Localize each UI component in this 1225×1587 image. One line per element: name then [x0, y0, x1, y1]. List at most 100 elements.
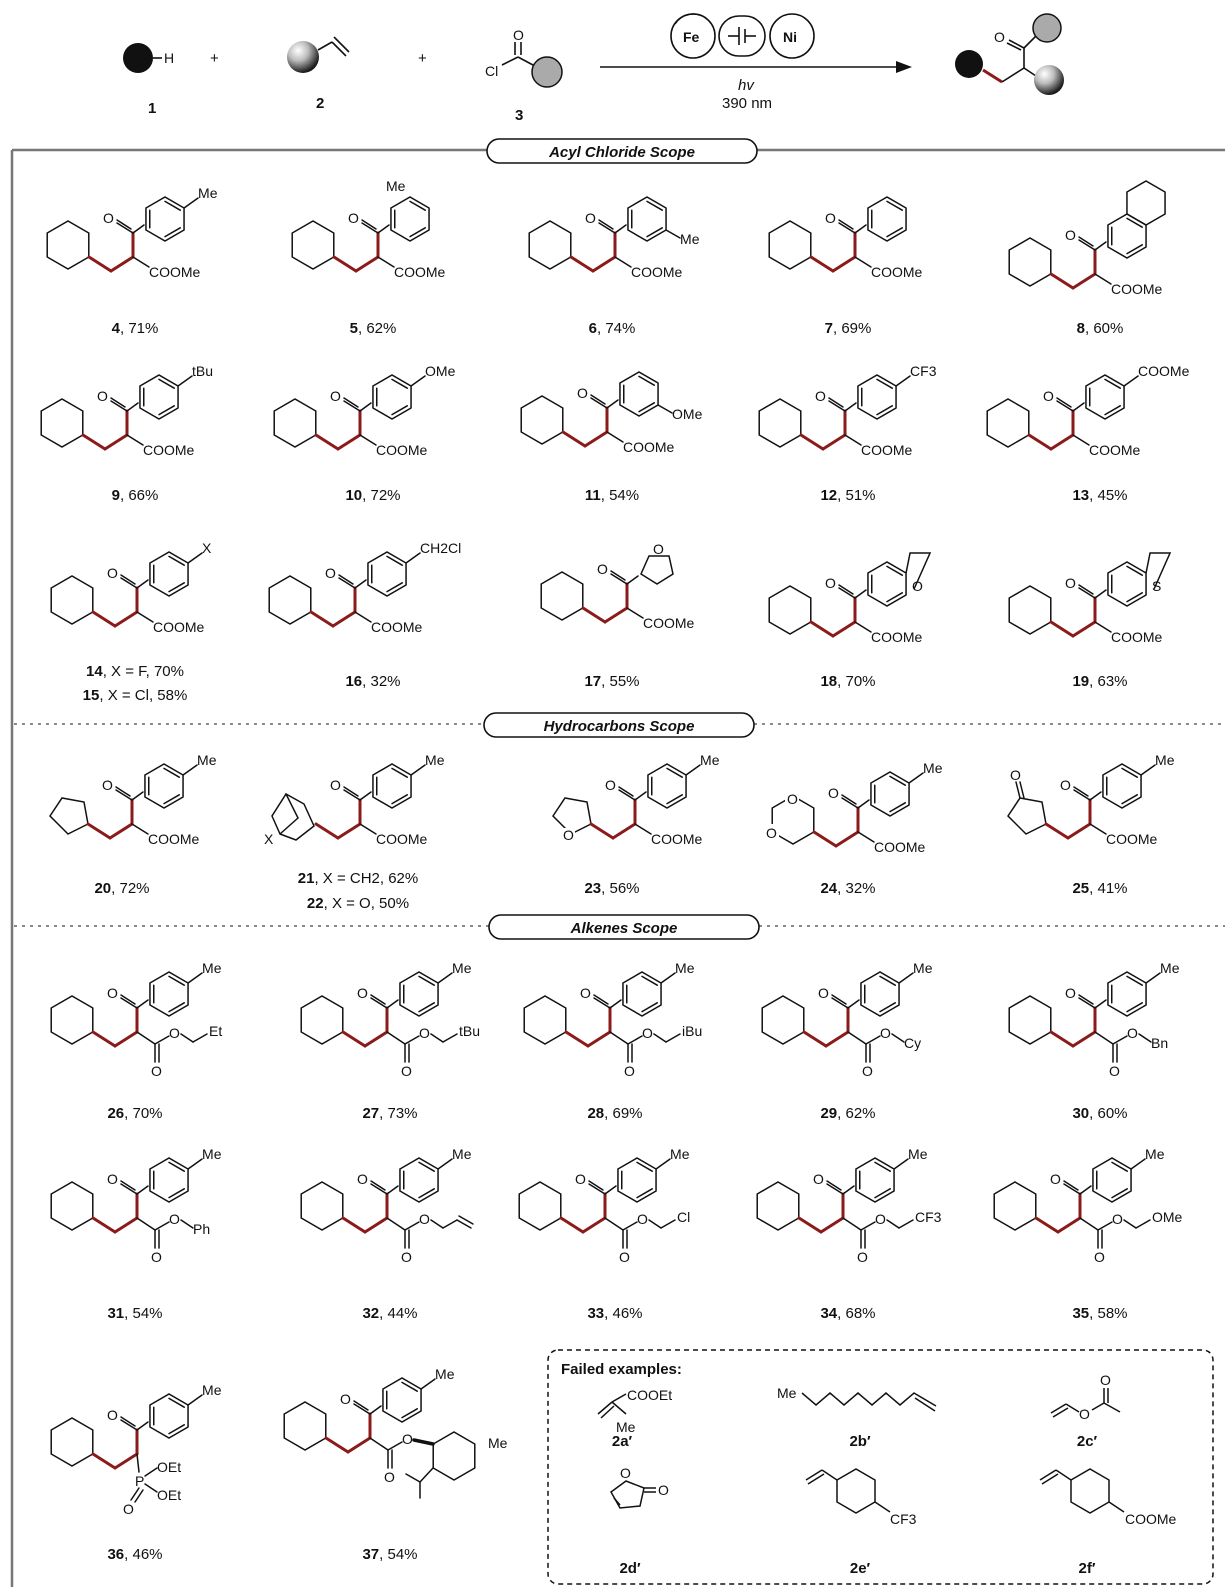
aryl-substituent: Me: [452, 960, 472, 976]
aryl-substituent: Me: [1160, 960, 1180, 976]
failed-2b-me: Me: [777, 1385, 797, 1401]
ester-o: O: [419, 1025, 430, 1041]
compound-yield: , 62%: [358, 320, 396, 337]
cyclohexyl-ring: [1008, 995, 1052, 1045]
carbonyl-o: O: [813, 1171, 824, 1187]
carbonyl-o: O: [575, 1171, 586, 1187]
cyclohexyl-ring: [986, 398, 1030, 448]
compound-19-label: 19, 63%: [1072, 673, 1127, 690]
compound-labels: 4, 71%5, 62%6, 74%7, 69%8, 60%9, 66%10, …: [83, 320, 1128, 1563]
compound-35-label: 35, 58%: [1072, 1305, 1127, 1322]
cyclohexyl-ring: [283, 1401, 327, 1451]
aryl-substituent: Me: [700, 752, 720, 768]
compound-number: 12: [820, 487, 837, 504]
carbonyl-o: O: [577, 385, 588, 401]
aryl-ring: [647, 763, 687, 809]
compound-yield: , 69%: [604, 1105, 642, 1122]
ester-group: COOMe: [371, 619, 423, 635]
compound-11-label: 11, 54%: [585, 487, 639, 504]
cyclohexyl-ring: [300, 1181, 344, 1231]
cyclohexyl-ring: [291, 220, 335, 270]
aryl-ring: [1102, 763, 1142, 809]
reagent-3-o: O: [513, 27, 524, 43]
compound-yield: , 68%: [837, 1305, 875, 1322]
catalysts: Fe Ni: [670, 13, 815, 59]
aryl-ring: [399, 1157, 439, 1203]
compound-number: 5: [350, 320, 358, 337]
carbonyl-o: O: [330, 777, 341, 793]
aryl-substituent: OMe: [672, 406, 703, 422]
reagent-1: H 1: [123, 43, 174, 117]
furan-ring: [640, 555, 674, 585]
ester-o: O: [875, 1211, 886, 1227]
cyclohexyl-ring: [768, 585, 812, 635]
aryl-substituent: OMe: [425, 363, 456, 379]
aryl-ring: [622, 971, 662, 1017]
aryl-ring: [627, 196, 667, 242]
carbonyl-o: O: [357, 985, 368, 1001]
carbonyl-o: O: [828, 785, 839, 801]
compound-number: 30: [1072, 1105, 1089, 1122]
compound-18-label: 18, 70%: [820, 673, 875, 690]
aryl-ring: [867, 561, 907, 607]
compound-number: 27: [362, 1105, 379, 1122]
aryl-ring: [145, 196, 185, 242]
cyclohexyl-ring: [758, 398, 802, 448]
product-generic: O: [955, 13, 1064, 95]
cyclohexyl-ring: [50, 575, 94, 625]
compound-yield: , 66%: [120, 487, 158, 504]
cyclohexyl-ring: [761, 995, 805, 1045]
compound-yield: , 51%: [837, 487, 875, 504]
compound-yield: , 60%: [1089, 1105, 1127, 1122]
failed-2f: COOMe: [1039, 1468, 1177, 1527]
hetero-atom: S: [1152, 578, 1161, 594]
dioxane-ring: [771, 795, 815, 845]
aryl-ring: [149, 551, 189, 597]
ester-group: COOMe: [1089, 442, 1141, 458]
compound-37-label: 37, 54%: [362, 1546, 417, 1563]
failed-2d: O O: [610, 1465, 669, 1509]
compound-yield: , 62%: [837, 1105, 875, 1122]
failed-2d-o1: O: [620, 1465, 631, 1481]
ester-o-carbonyl: O: [401, 1063, 412, 1079]
ester-group: COOMe: [394, 264, 446, 280]
compound-yield: , 32%: [362, 673, 400, 690]
failed-examples-box: Failed examples: COOEt Me Me O O: [547, 1349, 1214, 1585]
compound-8-label: 8, 60%: [1077, 320, 1124, 337]
carbonyl-o: O: [357, 1171, 368, 1187]
aryl-ring: [867, 196, 907, 242]
aryl-substituent: Me: [198, 185, 218, 201]
compound-5-label: 5, 62%: [350, 320, 397, 337]
failed-title: Failed examples:: [561, 1361, 682, 1378]
cyclohexyl-ring: [1008, 237, 1052, 287]
failed-2f-coome: COOMe: [1125, 1511, 1177, 1527]
compound-number: 26: [107, 1105, 124, 1122]
section-acyl: Acyl Chloride Scope: [486, 138, 758, 164]
aryl-ring: [1107, 971, 1147, 1017]
p-oet-1: OEt: [157, 1459, 181, 1475]
aryl-substituent: Me: [670, 1146, 690, 1162]
compound-yield: , 70%: [837, 673, 875, 690]
carbonyl-o: O: [825, 210, 836, 226]
fe-catalyst: Fe: [683, 29, 700, 45]
aryl-substituent: Me: [425, 752, 445, 768]
ester-o-carbonyl: O: [401, 1249, 412, 1265]
dioxane-o2: O: [787, 791, 798, 807]
ester-substituent: tBu: [459, 1023, 480, 1039]
aryl-ring: [390, 196, 430, 242]
compound-31-label: 31, 54%: [107, 1305, 162, 1322]
ester-o-carbonyl: O: [1109, 1063, 1120, 1079]
compound-yield: , 60%: [1085, 320, 1123, 337]
compound-yield: , 46%: [124, 1546, 162, 1563]
compound-21-label: 21, X = CH2, 62%: [298, 870, 419, 887]
ester-group: COOMe: [143, 442, 195, 458]
compound-27-label: 27, 73%: [362, 1105, 417, 1122]
